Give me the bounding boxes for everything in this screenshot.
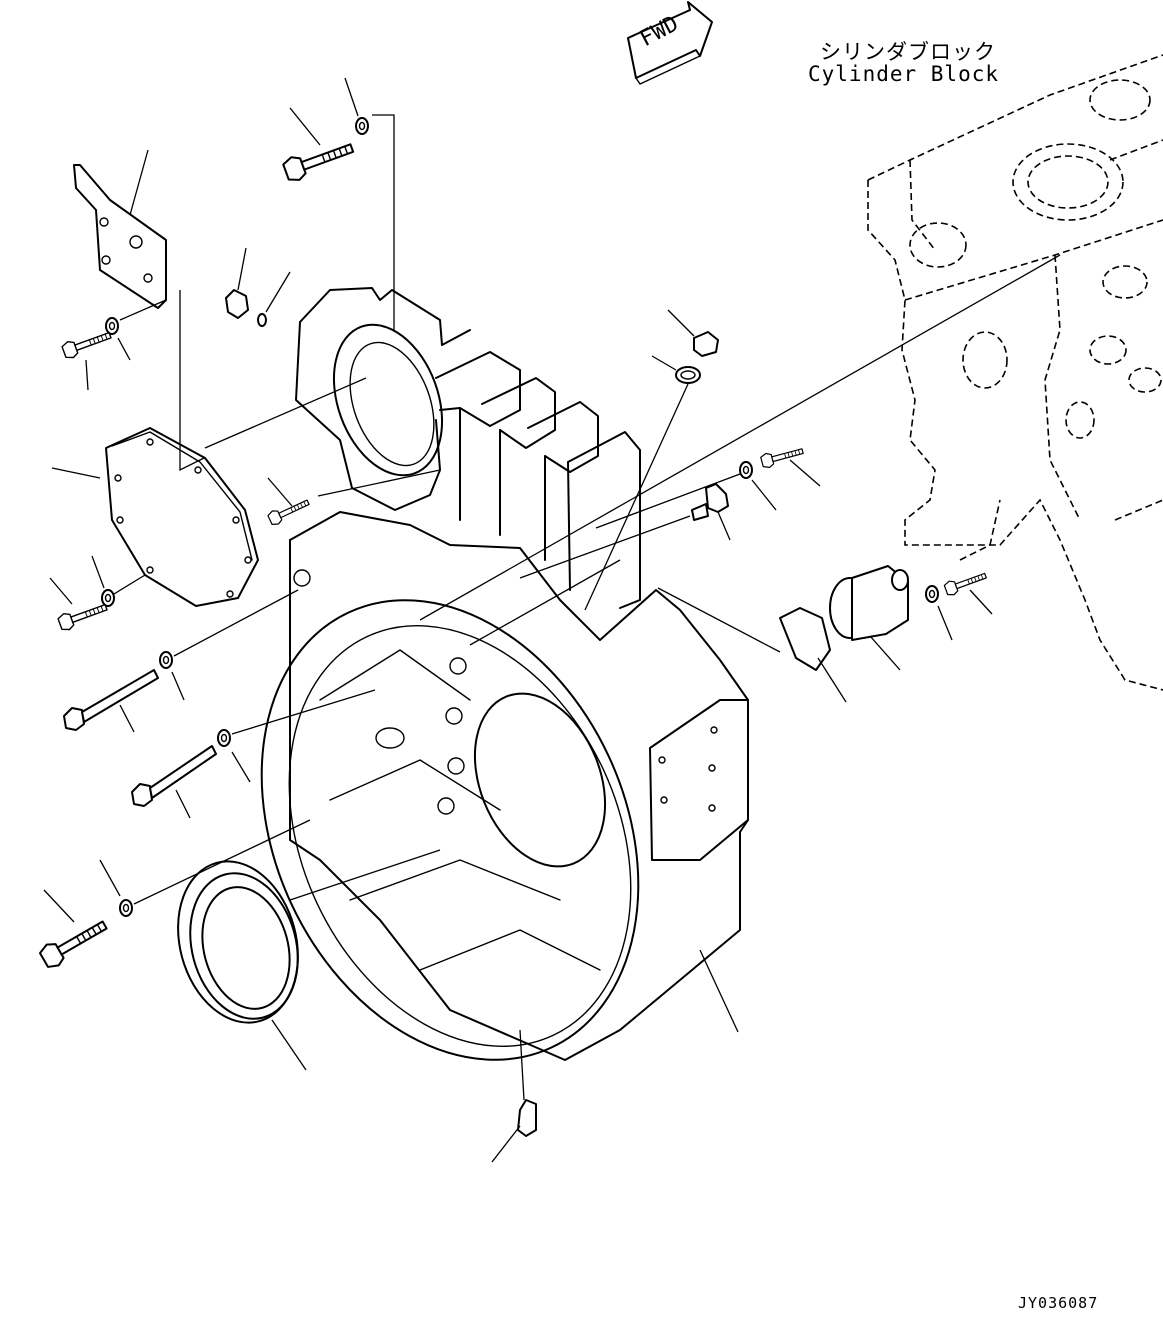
bolt-plate: [60, 290, 205, 472]
cylinder-block: [867, 54, 1163, 691]
alignment-lines: [204, 254, 1061, 646]
fwd-arrow-icon: [627, 1, 713, 85]
cylinder-block-label-jp: シリンダブロック: [820, 40, 996, 64]
long-bolt-1: [63, 589, 299, 733]
bolt-top: [280, 77, 395, 330]
flywheel-housing: [260, 287, 749, 1061]
drawing-id: JY036087: [1018, 1294, 1099, 1312]
long-bolt-2: [131, 689, 376, 819]
bolt-cover: [49, 555, 146, 633]
pump-assembly: [657, 565, 993, 703]
oil-seal: [177, 849, 441, 1071]
rear-cover: [51, 427, 259, 607]
sensor: [519, 483, 731, 579]
grease-fitting: [491, 1029, 537, 1163]
bolt-housing-upper: [266, 469, 441, 528]
cover-plate: [73, 149, 167, 309]
cylinder-block-label-en: Cylinder Block: [808, 62, 1000, 86]
fitting-small: [225, 247, 291, 327]
plug: [584, 309, 719, 611]
bolt-sensor: [595, 443, 821, 529]
